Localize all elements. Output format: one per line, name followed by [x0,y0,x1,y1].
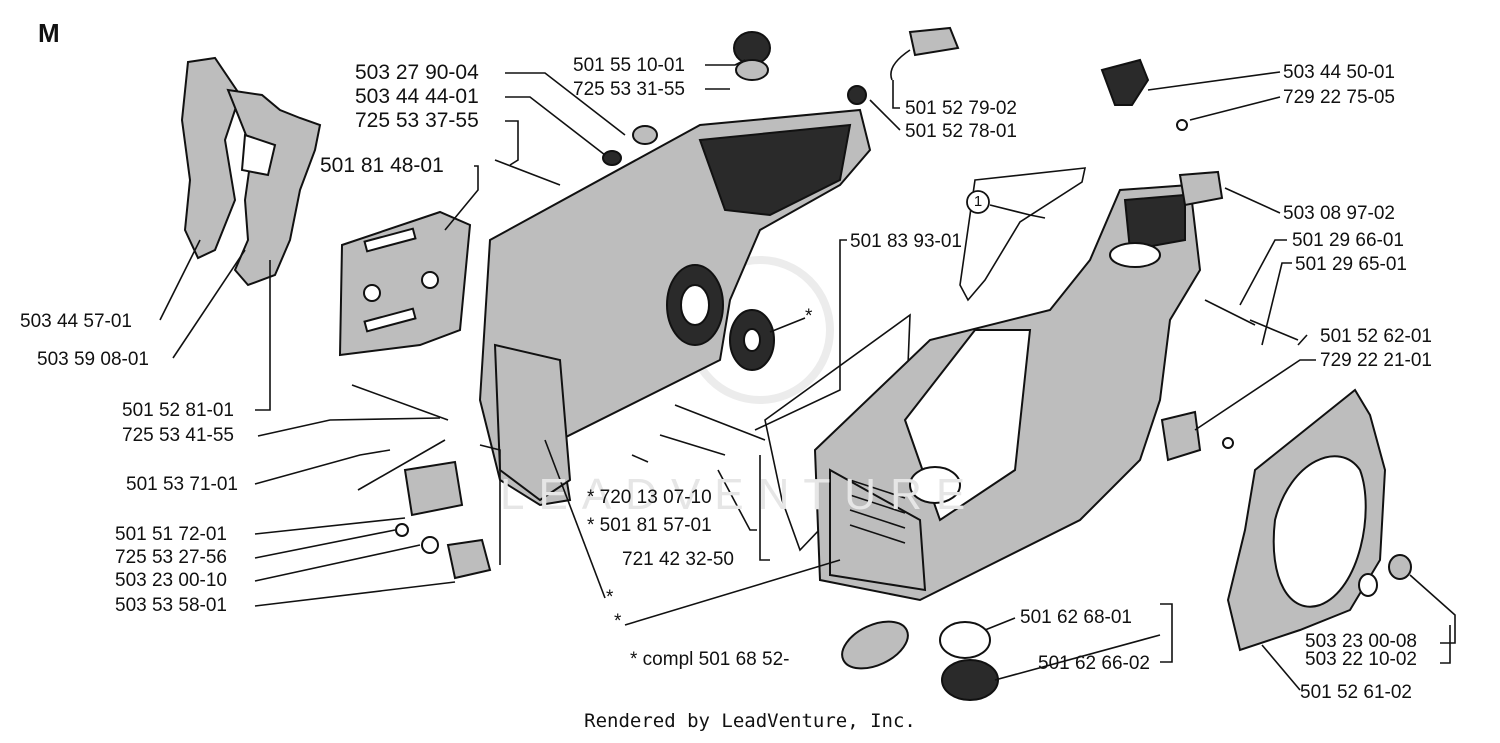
bearing-part [729,309,775,371]
section-letter: M [38,18,60,48]
part-label[interactable]: * 720 13 07-10 [587,487,712,508]
part-label[interactable]: 501 52 62-01 [1320,326,1432,347]
fan-cover-part [1226,388,1412,652]
compl-note: * compl 501 68 52- [630,649,790,670]
callout-circle [966,190,990,214]
part-label[interactable]: 721 42 32-50 [622,549,734,570]
left-crankcase-part [478,108,872,507]
part-label[interactable]: 501 52 79-02 [905,98,1017,119]
part-label[interactable]: 501 81 48-01 [320,154,444,177]
part-label[interactable]: 725 53 41-55 [122,425,234,446]
part-label[interactable]: 503 59 08-01 [37,349,149,370]
part-label[interactable]: 503 23 00-08 [1305,631,1417,652]
asterisk-mark: * [805,306,813,327]
cap-parts [841,620,999,701]
footer-credit: Rendered by LeadVenture, Inc. [584,710,916,732]
small-parts-left [351,125,766,580]
part-label[interactable]: 501 53 71-01 [126,474,238,495]
part-label[interactable]: 501 62 66-02 [1038,653,1150,674]
part-label[interactable]: 725 53 27-56 [115,547,227,568]
guide-plate-part [338,210,472,357]
part-label[interactable]: 501 55 10-01 [573,55,685,76]
part-label[interactable]: 501 52 78-01 [905,121,1017,142]
part-label[interactable]: 729 22 75-05 [1283,87,1395,108]
part-label[interactable]: 501 52 81-01 [122,400,234,421]
right-crankcase-part [813,183,1202,602]
part-label[interactable]: 503 53 58-01 [115,595,227,616]
part-label[interactable]: 725 53 31-55 [573,79,685,100]
part-label[interactable]: 503 23 00-10 [115,570,227,591]
part-label[interactable]: 501 29 65-01 [1295,254,1407,275]
part-label[interactable]: 503 08 97-02 [1283,203,1395,224]
asterisk-mark: * [606,587,614,608]
part-label[interactable]: 503 27 90-04 [355,61,479,84]
right-small-parts [1100,58,1299,462]
watermark-text: LEADVENTURE [500,470,980,519]
asterisk-mark: * [614,611,622,632]
part-label[interactable]: 503 44 57-01 [20,311,132,332]
part-label[interactable]: 503 22 10-02 [1305,649,1417,670]
part-label[interactable]: 501 83 93-01 [850,231,962,252]
part-label[interactable]: 725 53 37-55 [355,109,479,132]
top-small-parts [733,26,960,105]
side-cover-part [180,56,322,287]
callout-number: 1 [973,193,983,210]
part-label[interactable]: 501 51 72-01 [115,524,227,545]
part-label[interactable]: 503 44 50-01 [1283,62,1395,83]
part-label[interactable]: 501 29 66-01 [1292,230,1404,251]
part-label[interactable]: 501 52 61-02 [1300,682,1412,703]
part-label[interactable]: 503 44 44-01 [355,85,479,108]
part-label[interactable]: 729 22 21-01 [1320,350,1432,371]
part-label[interactable]: 501 62 68-01 [1020,607,1132,628]
leader-lines [159,59,1456,691]
part-label[interactable]: * 501 81 57-01 [587,515,712,536]
